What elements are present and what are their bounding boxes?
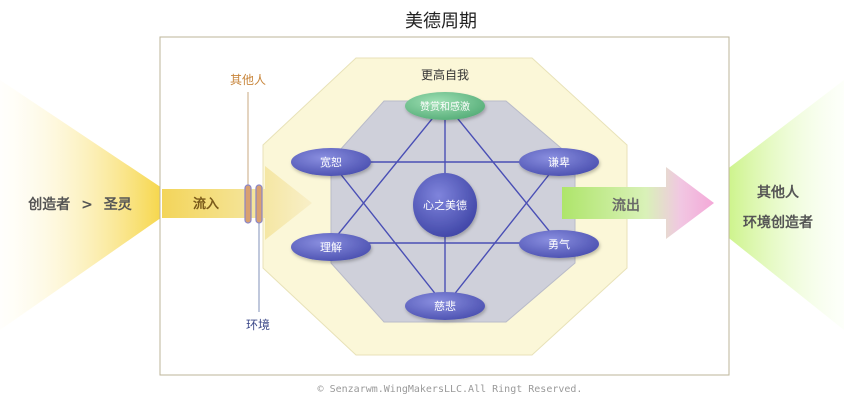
source-label: 创造者 > 圣灵 (27, 196, 132, 213)
diagram-title: 美德周期 (405, 11, 477, 32)
inflow-label: 流入 (193, 196, 219, 212)
higher-self-label: 更高自我 (421, 67, 469, 82)
virtue-node-top: 赞赏和感激 (405, 92, 485, 120)
others-label: 其他人 (230, 73, 266, 87)
virtue-lower-right-label: 勇气 (548, 237, 570, 251)
outflow-arrow (562, 167, 714, 239)
virtue-upper-right-label: 谦卑 (548, 155, 570, 169)
center-virtue-circle (413, 173, 477, 237)
virtue-node-upper-right: 谦卑 (519, 148, 599, 176)
virtue-node-lower-right: 勇气 (519, 230, 599, 258)
environment-label: 环境 (246, 317, 270, 332)
virtue-node-upper-left: 宽恕 (291, 148, 371, 176)
virtue-top-label: 赞赏和感激 (420, 100, 470, 113)
source-creator-text: 创造者 (27, 196, 70, 213)
virtue-bottom-label: 慈悲 (434, 299, 456, 313)
source-arrow-text: > (81, 197, 93, 213)
inflow-arrow (162, 166, 312, 240)
copyright-text: © Senzarwm.WingMakersLLC.All Ringt Reser… (318, 384, 583, 395)
virtue-node-lower-left: 理解 (291, 233, 371, 261)
center-virtue-label: 心之美德 (423, 198, 467, 212)
source-spirit-text: 圣灵 (103, 197, 133, 213)
target-creators-text: 环境创造者 (743, 214, 813, 231)
virtue-node-bottom: 慈悲 (405, 292, 485, 320)
others-bar (244, 184, 252, 224)
virtue-lower-left-label: 理解 (320, 240, 342, 254)
environment-bar (255, 184, 263, 224)
target-fan (700, 80, 844, 330)
target-others-text: 其他人 (757, 184, 800, 201)
virtue-upper-left-label: 宽恕 (320, 155, 342, 169)
source-fan (0, 80, 165, 330)
outflow-label: 流出 (612, 197, 640, 214)
